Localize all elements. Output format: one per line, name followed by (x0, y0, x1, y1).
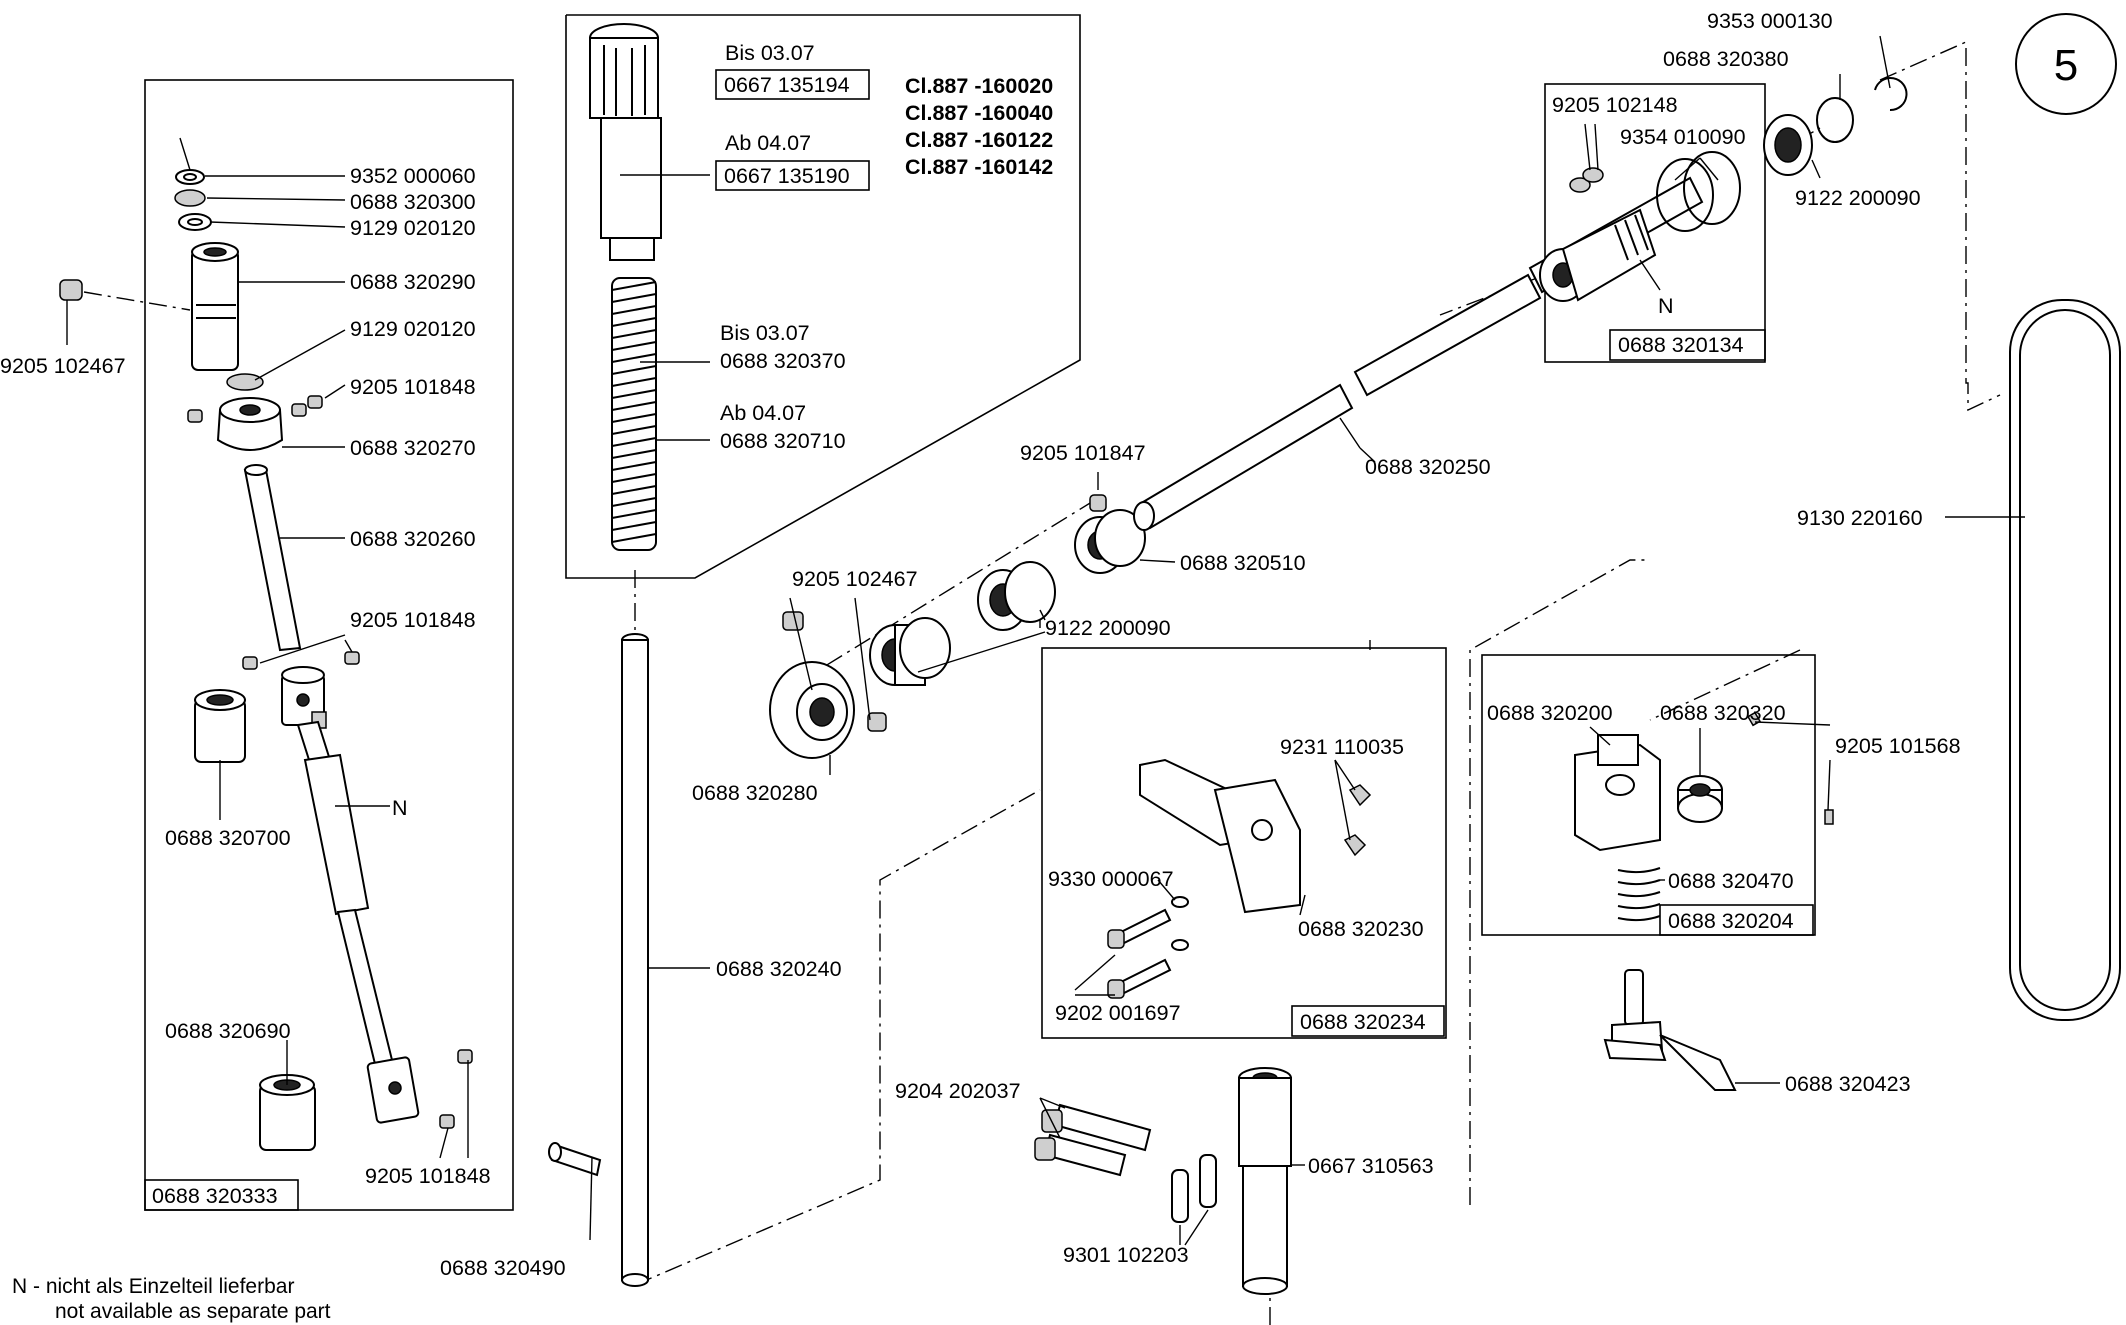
label-9205-101848-b: 9205 101848 (350, 608, 476, 632)
label-9122-200090-right: 9122 200090 (1795, 186, 1921, 210)
label-9301-102203: 9301 102203 (1063, 1243, 1189, 1267)
label-ab-04-07-b: Ab 04.07 (720, 401, 806, 425)
label-bis-03-07-b: Bis 03.07 (720, 321, 810, 345)
label-9205-102467-left: 9205 102467 (0, 354, 126, 378)
label-0688-320370: 0688 320370 (720, 349, 846, 373)
label-0688-320270: 0688 320270 (350, 436, 476, 460)
label-ab-04-07-a: Ab 04.07 (725, 131, 811, 155)
label-9204-202037: 9204 202037 (895, 1079, 1021, 1103)
label-9354-010090: 9354 010090 (1620, 125, 1746, 149)
boxed-label-frame-0667-135194 (715, 69, 870, 100)
label-0688-320380: 0688 320380 (1663, 47, 1789, 71)
boxed-label-0688-320234: 0688 320234 (1300, 1010, 1426, 1034)
label-0688-320710: 0688 320710 (720, 429, 846, 453)
footnote-line-1: N - nicht als Einzelteil lieferbar (12, 1275, 294, 1298)
label-0688-320320: 0688 320320 (1660, 701, 1786, 725)
group-frame-top (565, 14, 1081, 579)
label-0688-320300: 0688 320300 (350, 190, 476, 214)
label-9130-220160: 9130 220160 (1797, 506, 1923, 530)
label-9202-001697: 9202 001697 (1055, 1001, 1181, 1025)
label-0688-320490: 0688 320490 (440, 1256, 566, 1280)
label-9352-000060: 9352 000060 (350, 164, 476, 188)
mid-assembly-parts (1107, 758, 1372, 999)
belt (2009, 299, 2121, 1021)
label-0688-320280: 0688 320280 (692, 781, 818, 805)
label-9205-102467-center: 9205 102467 (792, 567, 918, 591)
label-0688-320260: 0688 320260 (350, 527, 476, 551)
boxed-label-0688-320333: 0688 320333 (152, 1184, 278, 1208)
label-class-160122: Cl.887 -160122 (905, 128, 1053, 152)
group-frame-right (1481, 654, 1816, 936)
label-class-160020: Cl.887 -160020 (905, 74, 1053, 98)
label-9231-110035: 9231 110035 (1280, 735, 1404, 759)
boxed-label-frame-top-right (1609, 329, 1766, 361)
sheet-number: 5 (2054, 41, 2078, 90)
boxed-label-frame-0667-135190 (715, 160, 870, 191)
spring (611, 277, 657, 551)
right-assembly-parts (1574, 711, 1834, 1091)
label-0688-320690: 0688 320690 (165, 1019, 291, 1043)
boxed-label-frame-mid (1291, 1005, 1445, 1037)
label-9129-020120-b: 9129 020120 (350, 317, 476, 341)
sheet-number-circle (2015, 13, 2117, 115)
label-0688-320290: 0688 320290 (350, 270, 476, 294)
label-n-left: N (392, 796, 408, 820)
boxed-label-0688-320134: 0688 320134 (1618, 333, 1744, 357)
label-0688-320230: 0688 320230 (1298, 917, 1424, 941)
label-0688-320470: 0688 320470 (1668, 869, 1794, 893)
label-0688-320250: 0688 320250 (1365, 455, 1491, 479)
label-0667-135190: 0667 135190 (724, 164, 850, 188)
label-9205-101568: 9205 101568 (1835, 734, 1961, 758)
group-frame-left (144, 79, 514, 1211)
label-class-160040: Cl.887 -160040 (905, 101, 1053, 125)
footnote-line-2: not available as separate part (55, 1300, 331, 1323)
label-0688-320240: 0688 320240 (716, 957, 842, 981)
label-0688-320510: 0688 320510 (1180, 551, 1306, 575)
boxed-label-0688-320204: 0688 320204 (1668, 909, 1794, 933)
label-n-top-right: N (1658, 294, 1674, 318)
label-bis-03-07-a: Bis 03.07 (725, 41, 815, 65)
label-0688-320200: 0688 320200 (1487, 701, 1613, 725)
boxed-label-frame-left (144, 1179, 299, 1211)
label-class-160142: Cl.887 -160142 (905, 155, 1053, 179)
label-9122-200090-center: 9122 200090 (1045, 616, 1171, 640)
boxed-label-frame-right (1659, 904, 1814, 936)
top-assembly-parts (548, 23, 662, 1287)
label-9205-101848-a: 9205 101848 (350, 375, 476, 399)
left-assembly-parts (59, 137, 473, 1151)
lower-center-parts (1034, 1067, 1292, 1295)
label-9353-000130: 9353 000130 (1707, 9, 1833, 33)
center-drive-parts (769, 77, 1908, 759)
label-0688-320700: 0688 320700 (165, 826, 291, 850)
label-9129-020120-a: 9129 020120 (350, 216, 476, 240)
label-9205-102148: 9205 102148 (1552, 93, 1678, 117)
group-frame-mid (1041, 647, 1447, 1039)
label-0667-310563: 0667 310563 (1308, 1154, 1434, 1178)
label-9205-101847: 9205 101847 (1020, 441, 1146, 465)
label-0667-135194: 0667 135194 (724, 73, 850, 97)
label-9330-000067: 9330 000067 (1048, 867, 1174, 891)
label-0688-320423: 0688 320423 (1785, 1072, 1911, 1096)
leader-lines (66, 35, 2025, 1246)
group-frame-top-right (1544, 83, 1766, 363)
label-9205-101848-c: 9205 101848 (365, 1164, 491, 1188)
